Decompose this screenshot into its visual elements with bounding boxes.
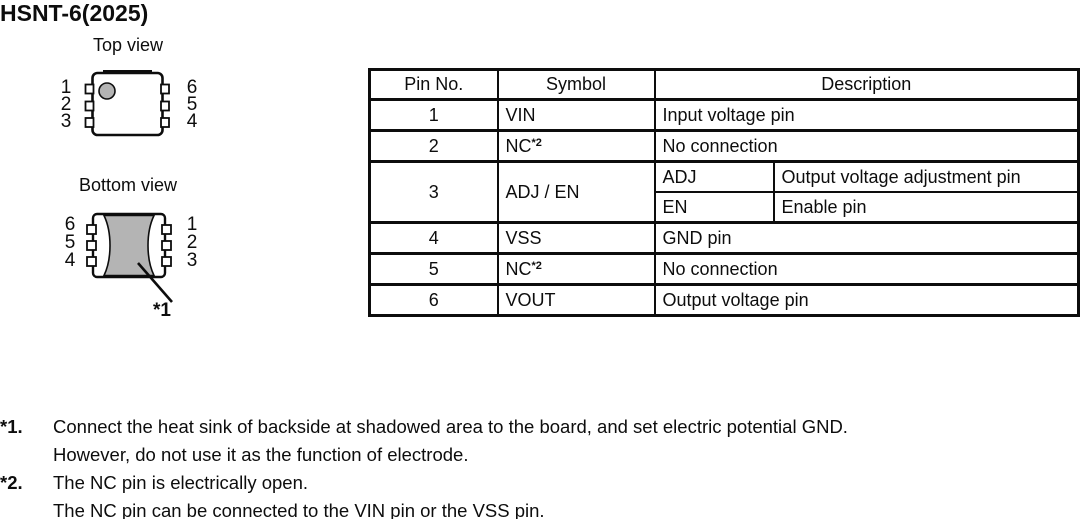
pad-note-ref: *1	[153, 300, 171, 321]
description-cell: Output voltage pin	[653, 283, 1080, 317]
pin-number: 4	[186, 111, 198, 132]
description-cell: Input voltage pin	[653, 98, 1080, 132]
pin-number: 5	[186, 94, 198, 115]
table-row: 5 NC*2 No connection	[368, 252, 1080, 286]
bottom-view-left-pin-numbers: 6 5 4	[59, 214, 81, 271]
footnote-text: However, do not use it as the function o…	[53, 444, 469, 465]
lead-pin	[161, 256, 172, 267]
sub-description-cell: Output voltage adjustment pin	[772, 160, 1080, 193]
lead-pin	[160, 100, 170, 112]
symbol-cell: NC*2	[496, 129, 656, 163]
pin-no-cell: 1	[368, 98, 499, 132]
symbol-cell: VSS	[496, 221, 656, 255]
description-cell: No connection	[653, 129, 1080, 163]
pin-no-cell: 4	[368, 221, 499, 255]
lead-pin	[86, 240, 97, 251]
heatsink-pad-shaded-area	[102, 214, 156, 277]
bottom-view-package-drawing	[86, 212, 173, 303]
footnote-text: Connect the heat sink of backside at sha…	[53, 416, 848, 437]
table-row: 1 VIN Input voltage pin	[368, 98, 1080, 132]
col-header-pin-no: Pin No.	[368, 68, 499, 101]
lead-pin	[86, 224, 97, 235]
pin-number: 3	[60, 111, 72, 132]
footnotes-section: *1. Connect the heat sink of backside at…	[0, 413, 1080, 519]
symbol-cell: NC*2	[496, 252, 656, 286]
pin-number: 2	[60, 94, 72, 115]
note-ref-sup: *2	[531, 136, 542, 149]
lead-pin	[84, 117, 95, 128]
footnote-marker: *1.	[0, 416, 23, 437]
table-header-row: Pin No. Symbol Description	[368, 68, 1080, 101]
symbol-text: NC	[505, 135, 532, 156]
pin-no-cell: 5	[368, 252, 499, 286]
symbol-cell: VOUT	[496, 283, 656, 317]
col-header-symbol: Symbol	[496, 68, 656, 101]
pin-number: 3	[186, 250, 198, 271]
pin-number: 6	[64, 214, 76, 235]
top-view-label: Top view	[92, 35, 164, 55]
lead-pin	[161, 224, 172, 235]
table-row: 6 VOUT Output voltage pin	[368, 283, 1080, 317]
sub-description-cell: Enable pin	[772, 191, 1080, 224]
bottom-view-right-pin-numbers: 1 2 3	[181, 214, 203, 271]
footnote-text: The NC pin is electrically open.	[53, 472, 308, 493]
symbol-text: NC	[505, 258, 532, 279]
lead-pin	[86, 256, 97, 267]
lead-pin	[84, 83, 95, 95]
footnote-marker: *2.	[0, 472, 23, 493]
pin-description-table: Pin No. Symbol Description 1 VIN Input v…	[368, 68, 1080, 317]
pin-no-cell: 3	[368, 160, 499, 224]
package-title: HSNT-6(2025)	[0, 0, 149, 26]
lead-pin	[161, 240, 172, 251]
description-cell: GND pin	[653, 221, 1080, 255]
top-view-package-drawing	[84, 70, 170, 137]
pin-number: 4	[64, 250, 76, 271]
top-view-left-pin-numbers: 1 2 3	[55, 77, 77, 132]
lead-pin	[160, 83, 170, 95]
pin-number: 1	[186, 214, 198, 235]
package-body	[91, 71, 164, 137]
symbol-cell: ADJ / EN	[496, 160, 656, 224]
sub-symbol-cell: ADJ	[653, 160, 775, 193]
pin-number: 5	[64, 232, 76, 253]
table-row: 3 ADJ / EN ADJ Output voltage adjustment…	[368, 160, 1080, 224]
footnote-2: *2. The NC pin is electrically open. The…	[0, 469, 1080, 519]
pin-number: 6	[186, 77, 198, 98]
top-view-right-pin-numbers: 6 5 4	[181, 77, 203, 132]
note-ref-sup: *2	[531, 259, 542, 272]
pin-no-cell: 2	[368, 129, 499, 163]
pin-no-cell: 6	[368, 283, 499, 317]
lead-pin	[84, 100, 95, 112]
col-header-description: Description	[653, 68, 1080, 101]
pad-note-pointer-line	[137, 262, 173, 303]
pin-number: 1	[60, 77, 72, 98]
pin1-index-marker	[98, 82, 116, 100]
sub-symbol-cell: EN	[653, 191, 775, 224]
lead-pin	[160, 117, 170, 128]
symbol-cell: VIN	[496, 98, 656, 132]
pin-number: 2	[186, 232, 198, 253]
table-row: 2 NC*2 No connection	[368, 129, 1080, 163]
table-subrow: EN Enable pin	[370, 191, 1080, 224]
footnote-text: The NC pin can be connected to the VIN p…	[53, 500, 545, 519]
table-row: 4 VSS GND pin	[368, 221, 1080, 255]
description-cell: No connection	[653, 252, 1080, 286]
footnote-1: *1. Connect the heat sink of backside at…	[0, 413, 1080, 469]
bottom-view-label: Bottom view	[78, 175, 178, 195]
